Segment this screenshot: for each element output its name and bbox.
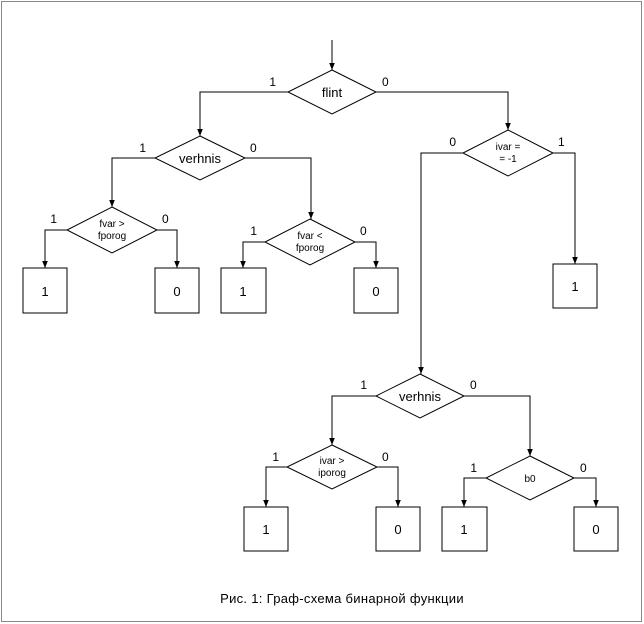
edge-verhnis-left-yes <box>109 157 155 207</box>
branch-label-yes: 1 <box>360 378 367 392</box>
leaf-fvar-gt-no: 0 <box>154 267 200 314</box>
edge-ivar-gt-yes <box>263 466 287 507</box>
decision-label-line-2: iporog <box>318 468 346 479</box>
decision-verhnis-left: verhnis 1 0 <box>139 135 257 181</box>
leaf-fvar-gt-yes: 1 <box>22 267 68 314</box>
edge-b0-yes <box>461 477 486 507</box>
leaf-value: 0 <box>394 522 401 537</box>
branch-label-no: 0 <box>449 135 456 149</box>
decision-label-line-1: ivar = <box>496 142 521 153</box>
edge-ivar-eq-no <box>418 152 463 374</box>
leaf-value: 0 <box>372 284 379 299</box>
branch-label-yes: 1 <box>558 135 565 149</box>
edge-fvar-gt-yes <box>42 229 67 268</box>
leaf-ivar-gt-no: 0 <box>375 506 421 552</box>
branch-label-no: 0 <box>250 141 257 155</box>
branch-label-no: 0 <box>580 461 587 475</box>
branch-label-no: 0 <box>470 378 477 392</box>
leaf-fvar-lt-yes: 1 <box>220 267 267 314</box>
edge-flint-yes <box>197 91 288 136</box>
leaf-value: 1 <box>460 522 467 537</box>
decision-flint: flint 1 0 <box>269 69 389 115</box>
leaf-value: 0 <box>592 522 599 537</box>
leaf-value: 1 <box>262 522 269 537</box>
decision-label-line-2: fporog <box>98 231 126 242</box>
edge-verhnis-bottom-yes <box>329 395 376 445</box>
leaf-value: 1 <box>571 279 578 294</box>
edge-fvar-lt-yes <box>240 241 265 268</box>
decision-label-line-1: fvar < <box>297 231 322 242</box>
figure-caption: Рис. 1: Граф-схема бинарной функции <box>220 591 464 606</box>
edge-verhnis-left-no <box>245 157 314 219</box>
decision-label: b0 <box>524 474 536 485</box>
leaf-b0-no: 0 <box>573 506 619 552</box>
leaf-b0-yes: 1 <box>441 506 488 552</box>
branch-label-yes: 1 <box>470 461 477 475</box>
branch-label-no: 0 <box>162 212 169 226</box>
leaf-value: 1 <box>239 284 246 299</box>
decision-ivar-gt-iporog: ivar > iporog 1 0 <box>272 444 389 490</box>
branch-label-yes: 1 <box>272 450 279 464</box>
decision-verhnis-bottom: verhnis 1 0 <box>360 373 477 419</box>
leaf-value: 1 <box>41 284 48 299</box>
decision-label: flint <box>322 85 343 100</box>
edge-fvar-lt-no <box>355 241 379 268</box>
decision-label-line-1: fvar > <box>99 219 124 230</box>
decision-label-line-1: ivar > <box>320 456 345 467</box>
branch-label-no: 0 <box>382 450 389 464</box>
branch-label-yes: 1 <box>250 224 257 238</box>
edge-flint-no <box>376 91 511 130</box>
edge-ivar-gt-no <box>377 466 401 507</box>
edge-fvar-gt-no <box>157 229 180 268</box>
connectors <box>42 91 599 507</box>
leaf-ivar-gt-yes: 1 <box>243 506 289 552</box>
edge-ivar-eq-yes <box>553 152 578 264</box>
branch-label-no: 0 <box>382 75 389 89</box>
branch-label-yes: 1 <box>50 212 57 226</box>
decision-fvar-gt-fporog: fvar > fporog 1 0 <box>50 206 169 254</box>
decision-ivar-eq-minus-1: ivar = = -1 1 0 <box>449 129 565 177</box>
decision-label-line-2: fporog <box>296 243 324 254</box>
decision-b0: b0 1 0 <box>470 455 587 501</box>
decision-label: verhnis <box>399 389 441 404</box>
decision-label-line-2: = -1 <box>499 154 517 165</box>
leaf-value: 0 <box>173 284 180 299</box>
decision-fvar-lt-fporog: fvar < fporog 1 0 <box>250 218 367 266</box>
edge-b0-no <box>574 477 599 507</box>
leaf-fvar-lt-no: 0 <box>353 267 399 314</box>
branch-label-yes: 1 <box>269 75 276 89</box>
branch-label-yes: 1 <box>139 141 146 155</box>
edge-verhnis-bottom-no <box>464 395 533 456</box>
decision-label: verhnis <box>179 151 221 166</box>
branch-label-no: 0 <box>360 224 367 238</box>
leaf-ivar-eq-yes: 1 <box>552 263 598 309</box>
